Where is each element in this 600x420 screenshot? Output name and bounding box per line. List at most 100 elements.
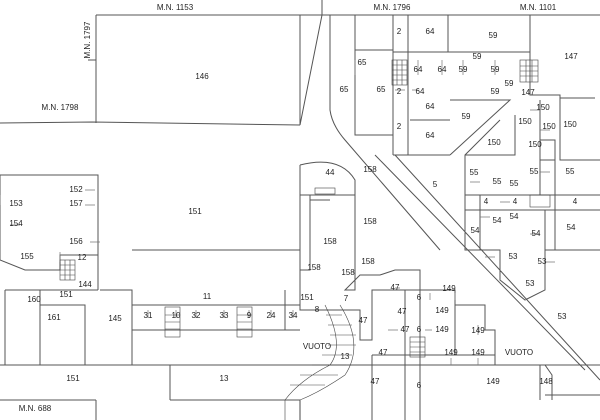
parcel-number-label: 2 <box>397 122 402 131</box>
parcel-number-label: 151 <box>59 290 73 299</box>
parcel-number-label: 59 <box>491 65 500 74</box>
parcel-number-label: 12 <box>78 253 87 262</box>
parcel-number-label: 149 <box>486 377 500 386</box>
parcel-number-label: 149 <box>435 306 449 315</box>
parcel-number-label: 149 <box>471 326 485 335</box>
parcel-number-label: 55 <box>470 168 479 177</box>
parcel-number-label: 158 <box>361 257 375 266</box>
parcel-number-label: 147 <box>521 88 535 97</box>
parcel-number-label: 146 <box>195 72 209 81</box>
parcel-number-label: 55 <box>493 177 502 186</box>
parcel-number-label: 59 <box>489 31 498 40</box>
parcel-number-label: 8 <box>315 305 320 314</box>
parcel-number-label: 156 <box>69 237 83 246</box>
parcel-number-label: 2 <box>397 27 402 36</box>
parcel-number-label: 148 <box>539 377 553 386</box>
parcel-number-label: 54 <box>471 226 480 235</box>
parcel-number-label: 151 <box>188 207 202 216</box>
parcel-number-label: 64 <box>426 131 435 140</box>
parcel-number-label: 6 <box>417 325 422 334</box>
parcel-number-label: 54 <box>567 223 576 232</box>
parcel-number-label: 47 <box>398 307 407 316</box>
parcel-number-label: 150 <box>563 120 577 129</box>
parcel-number-label: 64 <box>416 87 425 96</box>
parcel-number-label: 47 <box>359 316 368 325</box>
parcel-number-label: 47 <box>371 377 380 386</box>
parcel-number-label: 54 <box>493 216 502 225</box>
parcel-number-label: 153 <box>9 199 23 208</box>
parcel-number-label: 151 <box>300 293 314 302</box>
parcel-number-label: 147 <box>564 52 578 61</box>
parcel-number-label: 158 <box>323 237 337 246</box>
parcel-number-label: 9 <box>247 311 252 320</box>
parcel-number-label: 150 <box>528 140 542 149</box>
parcel-number-label: 64 <box>426 102 435 111</box>
parcel-number-label: 65 <box>377 85 386 94</box>
parcel-number-label: 149 <box>435 325 449 334</box>
parcel-number-label: 34 <box>289 311 298 320</box>
staircases <box>59 59 551 420</box>
parcel-number-label: 5 <box>433 180 438 189</box>
parcel-number-label: 155 <box>20 252 34 261</box>
parcel-number-label: 150 <box>542 122 556 131</box>
parcel-number-label: 47 <box>401 325 410 334</box>
parcel-number-label: 154 <box>9 219 23 228</box>
parcel-number-label: 53 <box>509 252 518 261</box>
parcel-number-label: 24 <box>267 311 276 320</box>
parcel-number-label: 53 <box>538 257 547 266</box>
parcel-number-label: 157 <box>69 199 83 208</box>
parcel-number-label: 55 <box>530 167 539 176</box>
parcel-number-label: 7 <box>344 294 349 303</box>
parcel-number-label: 4 <box>484 197 489 206</box>
parcel-number-label: 149 <box>442 284 456 293</box>
parcel-number-label: 149 <box>471 348 485 357</box>
parcel-number-label: 144 <box>78 280 92 289</box>
parcel-number-label: 10 <box>172 311 181 320</box>
parcel-number-label: 2 <box>397 87 402 96</box>
parcel-number-label: 31 <box>144 311 153 320</box>
neighbour-parcel-label: M.N. 1797 <box>83 21 92 58</box>
parcel-number-label: 151 <box>66 374 80 383</box>
parcel-number-label: 59 <box>473 52 482 61</box>
parcel-number-label: 150 <box>487 138 501 147</box>
parcel-number-label: 65 <box>358 58 367 67</box>
parcel-number-label: 47 <box>391 283 400 292</box>
parcel-number-label: 4 <box>513 197 518 206</box>
parcel-number-label: 44 <box>326 168 335 177</box>
parcel-number-label: 6 <box>417 381 422 390</box>
parcel-number-label: 161 <box>47 313 61 322</box>
parcel-number-label: 59 <box>505 79 514 88</box>
parcel-number-label: 11 <box>203 292 212 301</box>
parcel-number-label: 149 <box>444 348 458 357</box>
parcel-number-label: 158 <box>307 263 321 272</box>
parcel-number-label: 13 <box>220 374 229 383</box>
parcel-number-label: 158 <box>363 217 377 226</box>
parcel-number-label: 53 <box>526 279 535 288</box>
parcel-number-label: 54 <box>532 229 541 238</box>
parcel-number-label: 59 <box>459 65 468 74</box>
parcel-number-label: VUOTO <box>303 342 331 351</box>
neighbour-parcel-label: M.N. 1796 <box>374 3 411 12</box>
parcel-number-label: 65 <box>340 85 349 94</box>
parcel-number-label: 59 <box>491 87 500 96</box>
parcel-number-label: 33 <box>220 311 229 320</box>
neighbour-parcel-label: M.N. 1101 <box>520 3 557 12</box>
parcel-number-label: 158 <box>341 268 355 277</box>
parcel-number-label: 150 <box>536 103 550 112</box>
parcel-number-label: 6 <box>417 293 422 302</box>
parcel-number-label: 47 <box>379 348 388 357</box>
parcel-number-label: 64 <box>438 65 447 74</box>
parcel-number-label: 55 <box>566 167 575 176</box>
neighbour-parcel-label: M.N. 1798 <box>42 103 79 112</box>
parcel-number-label: 4 <box>573 197 578 206</box>
parcel-number-label: 158 <box>363 165 377 174</box>
parcel-number-label: 54 <box>510 212 519 221</box>
parcel-number-label: 160 <box>27 295 41 304</box>
parcel-number-label: 152 <box>69 185 83 194</box>
neighbour-parcel-label: M.N. 1153 <box>157 3 194 12</box>
parcel-number-label: 64 <box>426 27 435 36</box>
parcel-number-label: 64 <box>414 65 423 74</box>
